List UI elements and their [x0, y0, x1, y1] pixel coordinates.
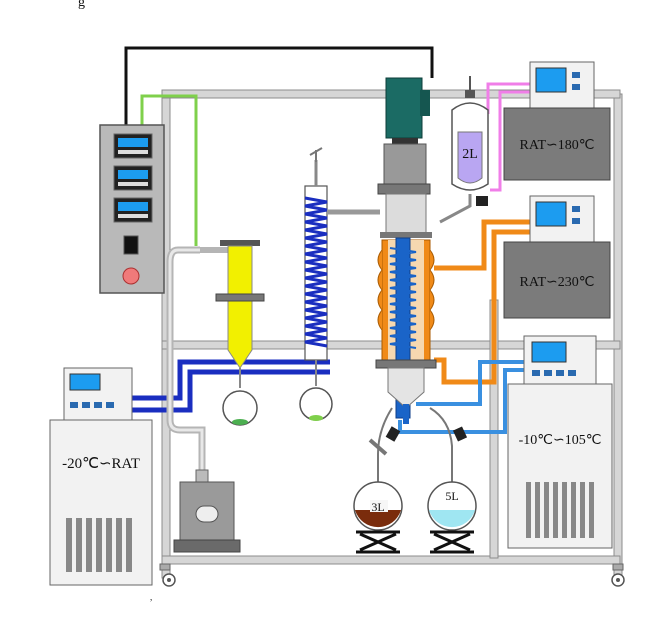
cold-trap: [215, 240, 265, 426]
coolant-line-navy-2: [132, 369, 330, 413]
motor-assembly: [377, 77, 431, 195]
heater-mid: RAT∽230℃: [503, 195, 611, 319]
cropped-logo-glyph: g: [78, 0, 85, 10]
heater-line-pink-1: [486, 82, 530, 114]
heater-line-orange-2: [434, 229, 530, 385]
emergency-stop-button[interactable]: [122, 267, 140, 285]
caster-right: [611, 563, 625, 587]
feed-vessel: 2L: [439, 76, 489, 224]
chiller-left-screen: [69, 373, 101, 391]
heater-top-body: [503, 107, 611, 181]
distillate-flask-label: 5L: [445, 489, 458, 503]
residue-receiver: 3L: [353, 407, 403, 554]
feed-vessel-label: 2L: [462, 147, 478, 162]
caster-left: [159, 563, 176, 587]
cold-trap-body: [227, 245, 253, 369]
feed-valve[interactable]: [476, 196, 488, 206]
panel-display-3: [113, 197, 153, 223]
panel-display-2: [113, 165, 153, 191]
distillate-liquid: [429, 510, 475, 528]
panel-display-1: [113, 133, 153, 159]
coil-condenser: [299, 147, 380, 421]
chiller-right-label: -10℃∽105℃: [519, 433, 602, 448]
heater-line-orange-1: [434, 219, 530, 271]
heater-mid-body: [503, 241, 611, 319]
evaporator-column: [375, 193, 437, 424]
heater-top-screen: [535, 67, 567, 93]
feed-liquid: [457, 131, 483, 184]
frame-right-post: [613, 93, 623, 579]
control-cable: [124, 46, 434, 128]
heater-top-label: RAT∽180℃: [520, 138, 595, 153]
vacuum-pump: [173, 469, 241, 553]
chiller-right: -10℃∽105℃: [507, 335, 613, 549]
residue-liquid: [355, 510, 401, 528]
heater-mid-label: RAT∽230℃: [520, 275, 595, 290]
distillate-valve[interactable]: [452, 426, 468, 442]
chiller-left: -20℃∽RAT: [49, 367, 153, 586]
chiller-line-blue-1: [398, 368, 524, 434]
chiller-left-label: -20℃∽RAT: [62, 456, 140, 472]
coolant-line-navy-1: [132, 359, 330, 401]
chiller-right-vent: [526, 482, 594, 538]
frame-bottom-bar: [161, 555, 621, 565]
chiller-line-blue-2: [416, 360, 524, 406]
column-lower-flange: [375, 359, 437, 369]
motor: [385, 77, 423, 139]
power-switch[interactable]: [123, 235, 139, 255]
cold-trap-clamp: [215, 293, 265, 302]
motor-coupling: [383, 143, 427, 185]
chiller-right-screen: [531, 341, 567, 363]
chiller-left-vent: [66, 518, 132, 572]
heater-top: RAT∽180℃: [503, 61, 611, 181]
vacuum-line-green: [140, 94, 198, 246]
residue-valve[interactable]: [385, 426, 401, 442]
residue-lab-jack: [356, 530, 400, 554]
condenser-coil: [304, 196, 328, 348]
residue-flask-label: 3L: [371, 500, 384, 514]
heater-line-pink-2: [490, 90, 530, 192]
heater-mid-screen: [535, 201, 567, 227]
stray-mark: ,: [150, 592, 152, 602]
chiller-right-body: [507, 383, 613, 549]
control-panel: [99, 124, 165, 294]
vacuum-pump-gauge: [195, 505, 219, 523]
distillate-receiver: 5L: [427, 407, 477, 554]
distillate-lab-jack: [430, 530, 474, 554]
